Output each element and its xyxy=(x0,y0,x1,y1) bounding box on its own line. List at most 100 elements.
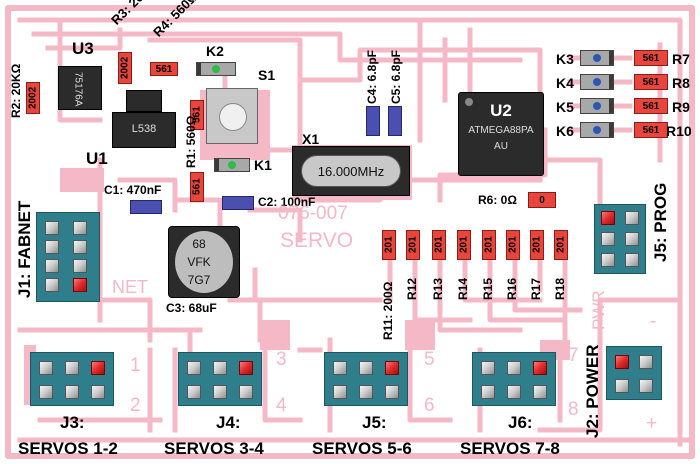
j4-ch-bottom: 4 xyxy=(276,395,287,416)
u1-label: U1 xyxy=(86,149,108,168)
u2-marking: ATMEGA88PA xyxy=(468,125,534,136)
r9-label: R9 xyxy=(672,99,690,115)
j1-header[interactable] xyxy=(36,212,100,302)
r10-label: R10 xyxy=(666,123,692,139)
c1-label: C1: 470nF xyxy=(104,183,162,197)
r13-label: R13 xyxy=(431,277,445,300)
j5-caption: SERVOS 5-6 xyxy=(312,439,412,458)
j4-ch-top: 3 xyxy=(276,349,287,370)
r2-resistor: 2002 xyxy=(26,82,40,114)
j1-label: J1: FABNET xyxy=(15,200,34,298)
u2-marking-2: AU xyxy=(494,141,508,152)
c3-marking-3: 7G7 xyxy=(187,273,211,287)
u3-chip: 75176A xyxy=(58,66,102,110)
u3-label: U3 xyxy=(72,39,94,58)
c5-label: C5: 6.8pF xyxy=(389,49,403,104)
j5-prog-header[interactable] xyxy=(594,204,646,274)
c4-capacitor xyxy=(366,106,380,136)
r10-resistor: 561 xyxy=(634,122,668,138)
u1-tab xyxy=(126,90,162,112)
j5-ch-top: 5 xyxy=(424,349,435,370)
plus-silk: + xyxy=(646,413,658,434)
u2-label: U2 xyxy=(490,101,512,120)
r7-resistor: 561 xyxy=(634,50,668,66)
k2-label: K2 xyxy=(206,43,224,59)
s1-switch[interactable] xyxy=(206,88,258,144)
k5-led xyxy=(580,98,614,114)
board-id-silk: 076-007 xyxy=(278,203,348,224)
j3-ch-top: 1 xyxy=(130,355,141,376)
j6-ch-bottom: 8 xyxy=(568,399,579,420)
u3-marking: 75176A xyxy=(72,71,84,107)
j5-ch-bottom: 6 xyxy=(424,395,435,416)
k6-led xyxy=(580,122,614,138)
r9-resistor: 561 xyxy=(634,98,668,114)
k4-led xyxy=(580,74,614,90)
j5-label: J5: xyxy=(362,413,387,432)
r11-label: R11: 200Ω xyxy=(381,281,395,340)
k1-label: K1 xyxy=(254,157,272,173)
u1-chip: L538 xyxy=(112,112,176,148)
r11-resistor: 201 xyxy=(382,230,396,260)
k3-label: K3 xyxy=(556,51,574,67)
j5-header[interactable] xyxy=(324,352,408,406)
x1-marking: 16.000MHz xyxy=(301,155,401,187)
r18-resistor: 201 xyxy=(554,230,568,260)
u2-chip: U2 ATMEGA88PA AU xyxy=(458,92,544,176)
j4-header[interactable] xyxy=(178,352,262,406)
j2-header[interactable] xyxy=(606,346,662,400)
j3-label: J3: xyxy=(60,413,85,432)
c4-label: C4: 6.8pF xyxy=(365,49,379,104)
c3-capacitor: 68 VFK 7G7 xyxy=(168,226,240,298)
k3-led xyxy=(580,50,614,66)
pwr-silk: PWR xyxy=(589,290,608,330)
r7-label: R7 xyxy=(672,51,690,67)
r6-resistor: 0 xyxy=(528,192,556,208)
r14-resistor: 201 xyxy=(457,230,471,260)
r17-resistor: 201 xyxy=(530,230,544,260)
j4-label: J4: xyxy=(216,413,241,432)
u1-marking: L538 xyxy=(131,123,157,135)
r3-resistor: 2002 xyxy=(118,52,132,84)
j6-ch-top: 7 xyxy=(568,345,579,366)
c2-label: C2: 100nF xyxy=(258,195,316,209)
r17-label: R17 xyxy=(529,277,543,300)
x1-crystal: 16.000MHz xyxy=(292,146,410,196)
r2-label: R2: 20KΩ xyxy=(9,63,23,118)
r14-label: R14 xyxy=(456,277,470,300)
c3-marking-2: VFK xyxy=(187,255,211,269)
r1-res-b: 561 xyxy=(190,172,204,202)
j6-caption: SERVOS 7-8 xyxy=(460,439,560,458)
k6-label: K6 xyxy=(556,123,574,139)
r18-label: R18 xyxy=(553,277,567,300)
r8-label: R8 xyxy=(672,75,690,91)
r15-label: R15 xyxy=(481,277,495,300)
j3-ch-bottom: 2 xyxy=(130,395,141,416)
k5-label: K5 xyxy=(556,99,574,115)
s1-label: S1 xyxy=(258,67,276,83)
c5-capacitor xyxy=(388,106,402,136)
r16-label: R16 xyxy=(505,277,519,300)
minus-silk: - xyxy=(650,311,657,332)
c1-capacitor xyxy=(130,200,162,214)
j3-header[interactable] xyxy=(30,352,114,406)
r4-resistor: 561 xyxy=(150,62,178,76)
r8-resistor: 561 xyxy=(634,74,668,90)
j2-label: J2: POWER xyxy=(583,344,602,438)
board-name-silk: SERVO xyxy=(280,229,354,252)
k4-label: K4 xyxy=(556,75,574,91)
k1-led xyxy=(214,158,250,172)
r12-resistor: 201 xyxy=(406,230,420,260)
j6-header[interactable] xyxy=(472,352,556,406)
j4-caption: SERVOS 3-4 xyxy=(164,439,264,458)
j6-label: J6: xyxy=(508,413,533,432)
c3-marking-1: 68 xyxy=(192,237,206,251)
x1-label: X1 xyxy=(302,131,320,147)
net-silk: NET xyxy=(112,277,148,297)
r15-resistor: 201 xyxy=(482,230,496,260)
r1-label: R1: 560Ω xyxy=(184,115,198,168)
k2-led xyxy=(196,62,236,76)
j5-prog-label: J5: PROG xyxy=(651,182,670,262)
c3-label: C3: 68uF xyxy=(166,301,217,315)
